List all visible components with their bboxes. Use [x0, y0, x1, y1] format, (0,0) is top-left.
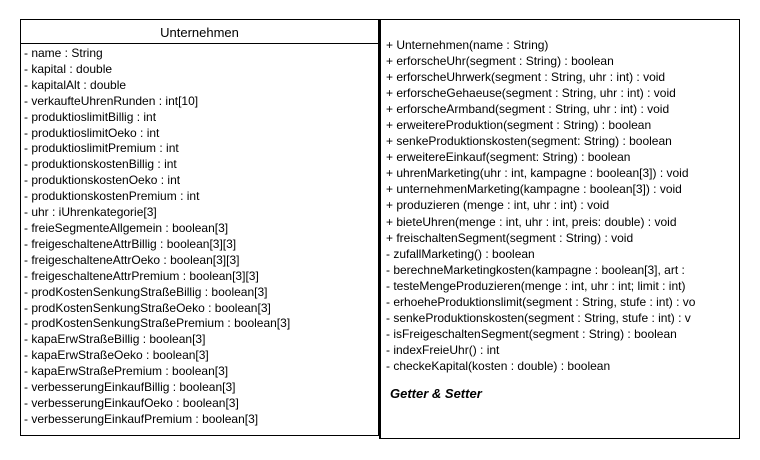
attribute-item: - name : String — [24, 46, 103, 60]
method-item: + produzieren (menge : int, uhr : int) :… — [386, 198, 610, 213]
getter-setter-label: Getter & Setter — [390, 386, 482, 401]
attribute-item: - produktioslimitPremium : int — [24, 141, 179, 156]
attribute-item: - freieSegmenteAllgemein : boolean[3] — [24, 220, 229, 235]
attribute-item: - verbesserungEinkaufOeko : boolean[3] — [24, 395, 239, 410]
method-item: + erweitereEinkauf(segment: String) : bo… — [386, 150, 631, 165]
method-item: + erweitereProduktion(segment : String) … — [386, 118, 652, 133]
method-item: + freischaltenSegment(segment : String) … — [386, 230, 634, 245]
class-name: Unternehmen — [160, 25, 239, 40]
method-item: - erhoeheProduktionslimit(segment : Stri… — [386, 294, 696, 309]
method-item: + Unternehmen(name : String) — [386, 38, 549, 52]
attribute-item: - verbesserungEinkaufBillig : boolean[3] — [24, 380, 236, 395]
attribute-item: - freigeschalteneAttrOeko : boolean[3][3… — [24, 252, 240, 267]
attribute-item: - kapitalAlt : double — [24, 77, 127, 92]
attribute-item: - produktionskostenOeko : int — [24, 173, 181, 188]
attribute-item: - kapaErwStraßeOeko : boolean[3] — [24, 348, 209, 363]
method-item: + erforscheUhrwerk(segment : String, uhr… — [386, 70, 666, 85]
attribute-item: - uhr : iUhrenkategorie[3] — [24, 205, 157, 220]
class-name-header: Unternehmen — [21, 20, 378, 44]
attribute-item: - verbesserungEinkaufPremium : boolean[3… — [24, 411, 259, 426]
method-item: + uhrenMarketing(uhr : int, kampagne : b… — [386, 166, 689, 181]
attribute-list: - name : String- kapital : double- kapit… — [21, 44, 378, 428]
method-item: - indexFreieUhr() : int — [386, 342, 500, 357]
attribute-item: - freigeschalteneAttrPremium : boolean[3… — [24, 268, 259, 283]
attribute-item: - prodKostenSenkungStraßeOeko : boolean[… — [24, 300, 271, 315]
attribute-item: - freigeschalteneAttrBillig : boolean[3]… — [24, 236, 237, 251]
attribute-item: - prodKostenSenkungStraßePremium : boole… — [24, 316, 291, 331]
method-item: + erforscheArmband(segment : String, uhr… — [386, 102, 670, 117]
method-item: + erforscheUhr(segment : String) : boole… — [386, 54, 614, 69]
method-item: - isFreigeschaltenSegment(segment : Stri… — [386, 326, 677, 341]
attribute-item: - kapital : double — [24, 61, 113, 76]
class-attributes-box: Unternehmen - name : String- kapital : d… — [20, 19, 379, 436]
method-list: + Unternehmen(name : String) + erforscheU… — [381, 20, 739, 374]
attribute-item: - kapaErwStraßeBillig : boolean[3] — [24, 332, 206, 347]
method-item: + senkeProduktionskosten(segment: String… — [386, 134, 672, 149]
attribute-item: - produktioslimitOeko : int — [24, 125, 160, 140]
attribute-item: - produktionskostenPremium : int — [24, 189, 200, 204]
method-item: + erforscheGehaeuse(segment : String, uh… — [386, 86, 676, 101]
class-methods-box: + Unternehmen(name : String) + erforscheU… — [379, 19, 740, 439]
method-item: - zufallMarketing() : boolean — [386, 246, 535, 261]
attribute-item: - produktioslimitBillig : int — [24, 109, 157, 124]
method-item: - checkeKapital(kosten : double) : boole… — [386, 358, 611, 373]
attribute-item: - verkaufteUhrenRunden : int[10] — [24, 93, 199, 108]
attribute-item: - prodKostenSenkungStraßeBillig : boolea… — [24, 284, 268, 299]
method-item: - senkeProduktionskosten(segment : Strin… — [386, 310, 691, 325]
method-item: - testeMengeProduzieren(menge : int, uhr… — [386, 278, 686, 293]
method-item: + bieteUhren(menge : int, uhr : int, pre… — [386, 214, 677, 229]
method-item: + unternehmenMarketing(kampagne : boolea… — [386, 182, 682, 197]
attribute-item: - produktionskostenBillig : int — [24, 157, 177, 172]
attribute-item: - kapaErwStraßePremium : boolean[3] — [24, 364, 229, 379]
method-item: - berechneMarketingkosten(kampagne : boo… — [386, 262, 685, 277]
